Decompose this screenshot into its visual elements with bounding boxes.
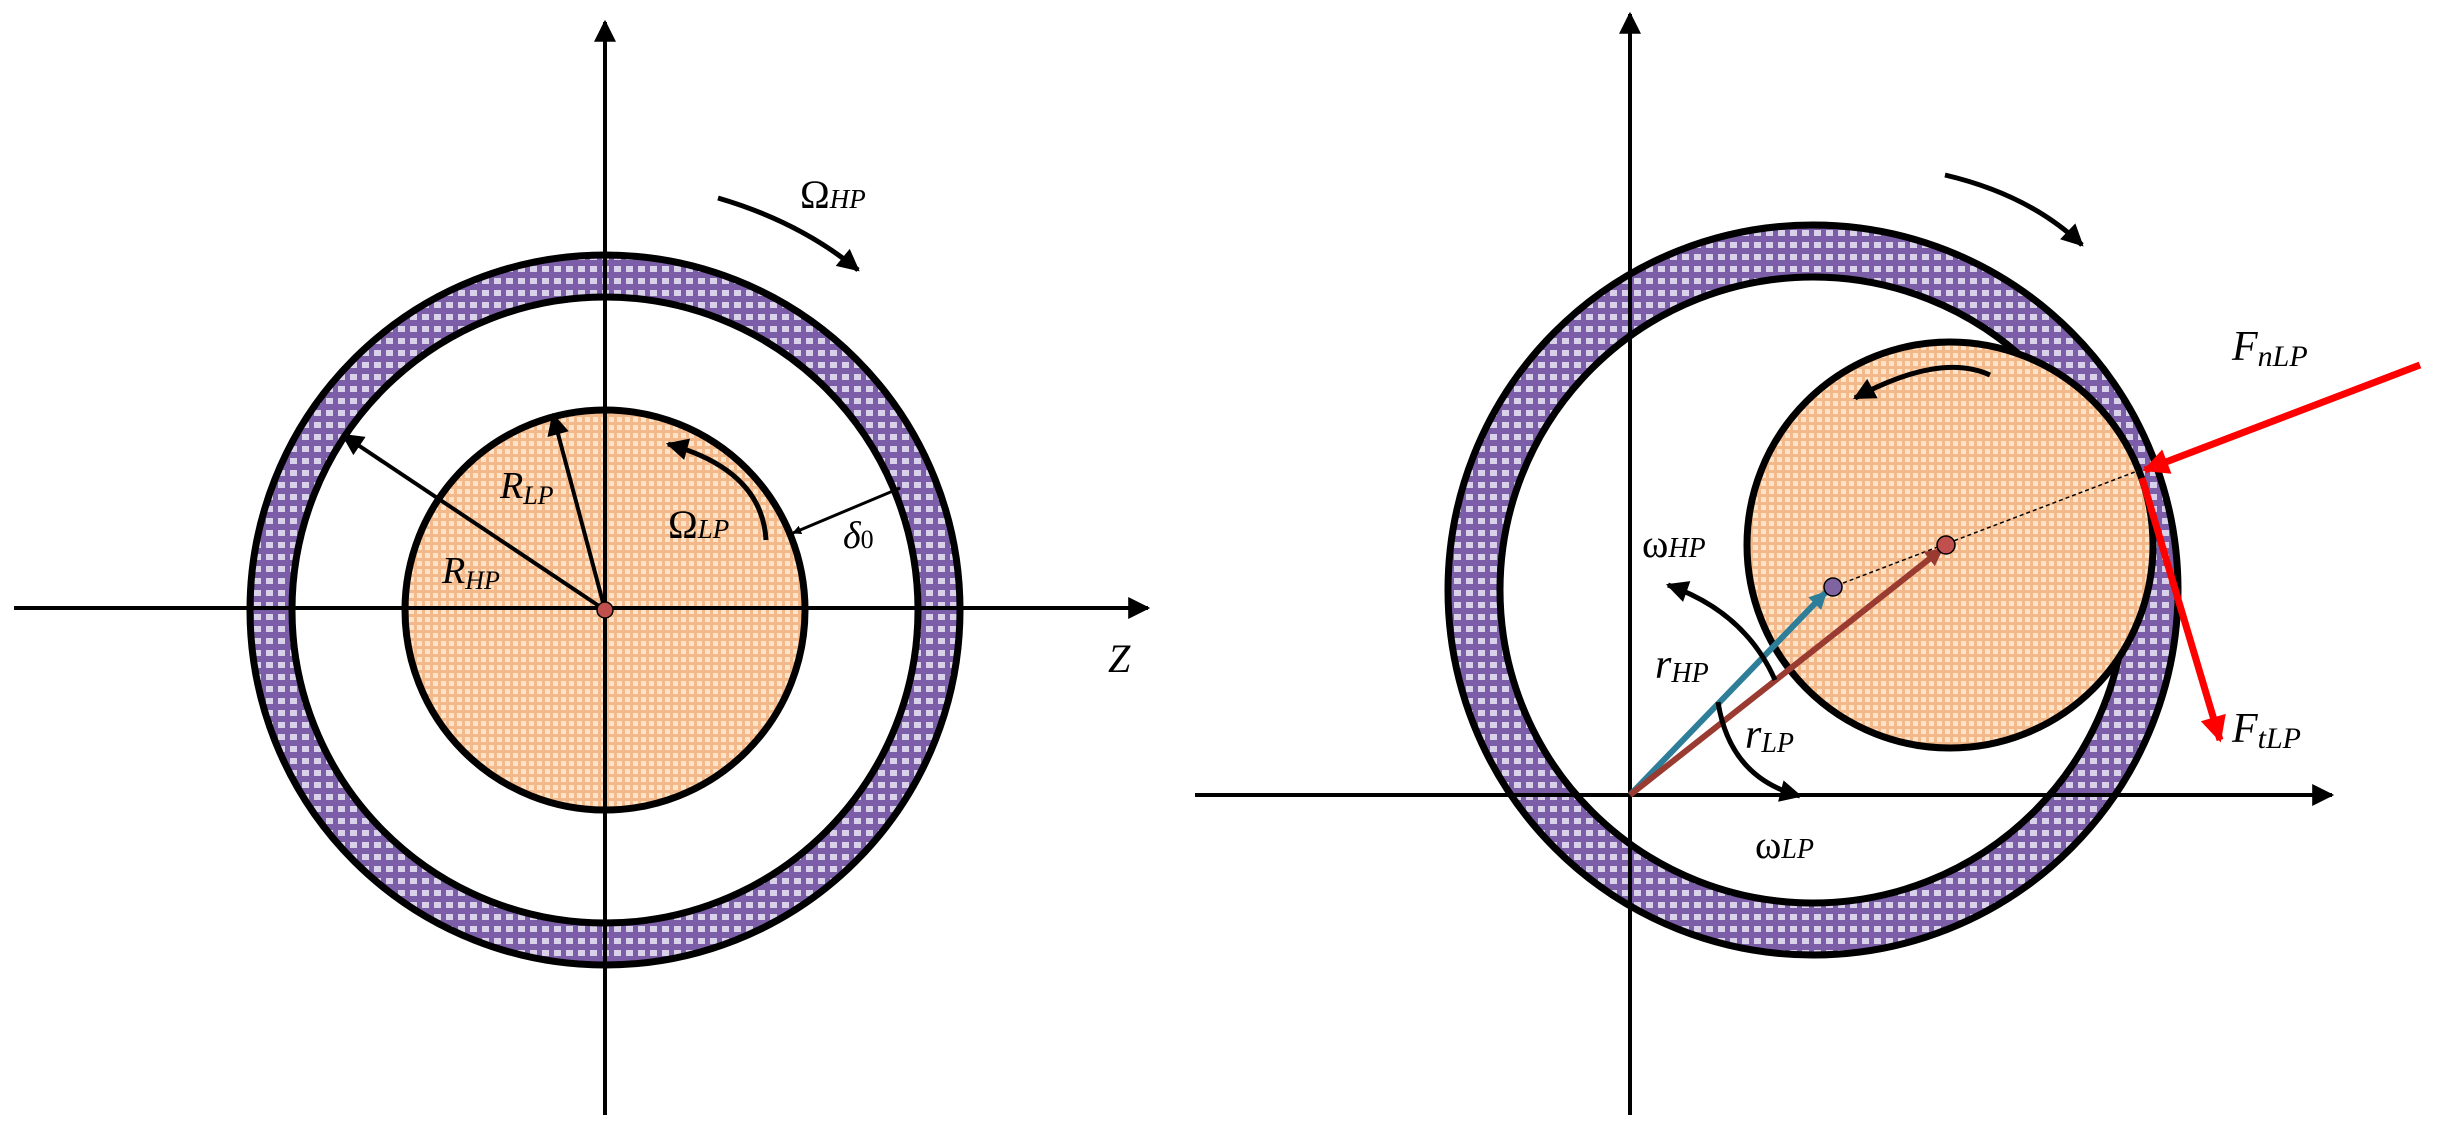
left-r-hp-arrow bbox=[341, 433, 607, 612]
right-r-hp-vector bbox=[1627, 589, 1829, 798]
right-r-lp-vector bbox=[1628, 546, 1944, 798]
right-omega-lp-arrow bbox=[1715, 701, 1803, 802]
left-delta-arrow bbox=[792, 486, 901, 535]
label-w-lp: ωLP bbox=[1755, 822, 1814, 867]
label-r-lp-left: RLP bbox=[499, 465, 554, 510]
left-r-lp-arrow bbox=[547, 412, 607, 611]
label-r-hp-left: RHP bbox=[441, 550, 500, 595]
right-lp-center-dot bbox=[1936, 535, 1956, 555]
right-hp-center-dot bbox=[1823, 577, 1843, 597]
label-w-hp: ωHP bbox=[1642, 521, 1706, 566]
right-rotor-rotation-arrow bbox=[1853, 364, 1992, 401]
right-outer-rotation-arrow bbox=[1944, 172, 2084, 247]
left-center-dot bbox=[596, 601, 614, 619]
right-panel: FnLP ωHP rHP rLP FtLP ωLP bbox=[1195, 11, 2422, 1115]
label-omega-lp-left: ΩLP bbox=[668, 502, 729, 547]
right-contact-line bbox=[1829, 469, 2141, 589]
label-delta-left: δ0 bbox=[843, 515, 874, 557]
right-f-tlp-arrow bbox=[2138, 477, 2226, 743]
left-panel: ΩHP RLP ΩLP δ0 RHP Z bbox=[14, 19, 1151, 1115]
label-omega-hp-left: ΩHP bbox=[800, 172, 866, 217]
label-f-tlp: FtLP bbox=[2231, 706, 2301, 755]
label-f-nlp: FnLP bbox=[2231, 324, 2308, 373]
left-omega-hp-arrow bbox=[717, 195, 860, 272]
label-axis-z: Z bbox=[1108, 636, 1131, 681]
label-r-hp-right: rHP bbox=[1655, 642, 1709, 689]
label-r-lp-right: rLP bbox=[1745, 712, 1794, 759]
right-f-nlp-arrow bbox=[2142, 361, 2422, 474]
right-omega-hp-arrow bbox=[1665, 581, 1778, 682]
left-omega-lp-arrow bbox=[665, 438, 769, 541]
